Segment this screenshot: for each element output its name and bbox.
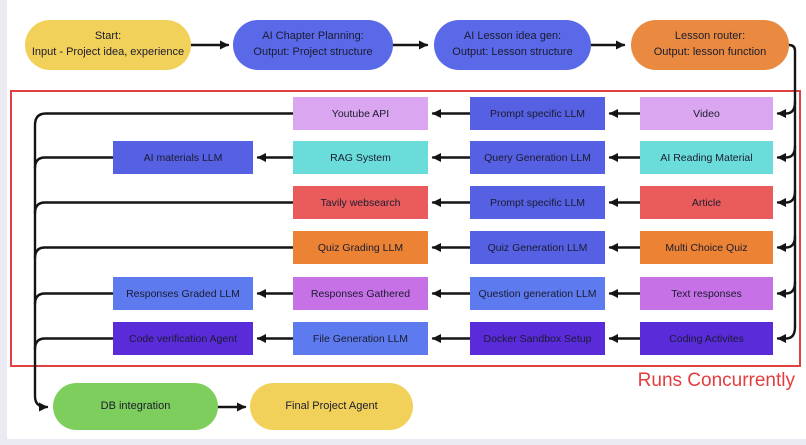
canvas-edge-bottom [0,439,806,445]
lesson-router-line1: Lesson router: [674,30,746,43]
lesson-idea-line2: Output: Lesson structure [452,46,573,58]
final-project-agent-label: Final Project Agent [285,399,378,412]
start-node: Start: Input - Project idea, experience [25,20,191,70]
concurrent-group-frame [10,90,801,367]
node-coding-activites: Coding Activites [640,322,773,355]
start-node-line2: Input - Project idea, experience [31,46,185,58]
chapter-planning-line2: Output: Project structure [253,46,373,58]
node-text-responses: Text responses [640,277,773,310]
chapter-planning-line1: AI Chapter Planning: [262,30,364,43]
node-youtube-api: Youtube API [293,97,428,130]
lesson-idea-node: AI Lesson idea gen: Output: Lesson struc… [434,20,591,70]
node-rag-system: RAG System [293,141,428,174]
start-node-line1: Start: [94,30,122,43]
node-query-generation-llm: Query Generation LLM [470,141,605,174]
node-file-generation-llm: File Generation LLM [293,322,428,355]
lesson-router-line2: Output: lesson function [653,46,767,58]
node-docker-sandbox-setup: Docker Sandbox Setup [470,322,605,355]
node-responses-gathered: Responses Gathered [293,277,428,310]
node-prompt-specific-llm-article: Prompt specific LLM [470,186,605,219]
node-ai-materials-llm: AI materials LLM [113,141,253,174]
lesson-idea-line1: AI Lesson idea gen: [463,30,562,43]
node-prompt-specific-llm-video: Prompt specific LLM [470,97,605,130]
node-responses-graded-llm: Responses Graded LLM [113,277,253,310]
db-integration-node: DB integration [53,383,218,430]
node-video: Video [640,97,773,130]
node-ai-reading-material: AI Reading Material [640,141,773,174]
node-article: Article [640,186,773,219]
db-integration-label: DB integration [100,399,171,412]
node-tavily-websearch: Tavily websearch [293,186,428,219]
runs-concurrently-label: Runs Concurrently [637,370,795,391]
canvas-edge-left [0,0,7,445]
final-project-agent-node: Final Project Agent [250,383,413,430]
node-quiz-generation-llm: Quiz Generation LLM [470,231,605,264]
node-multi-choice-quiz: Multi Choice Quiz [640,231,773,264]
node-quiz-grading-llm: Quiz Grading LLM [293,231,428,264]
node-code-verification-agent: Code verification Agent [113,322,253,355]
chapter-planning-node: AI Chapter Planning: Output: Project str… [233,20,393,70]
lesson-router-node: Lesson router: Output: lesson function [631,20,789,70]
node-question-generation-llm: Question generation LLM [470,277,605,310]
